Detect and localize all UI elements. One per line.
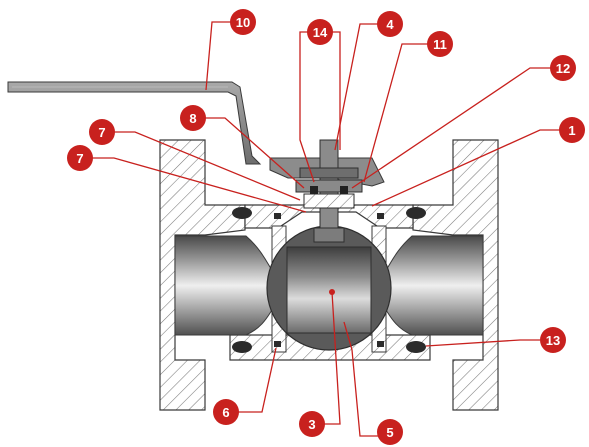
- leader-lines: [92, 21, 560, 437]
- leader-1: [371, 129, 560, 207]
- callout-11: 11: [427, 31, 453, 57]
- left-flange: [159, 139, 246, 411]
- callout-12: 12: [550, 55, 576, 81]
- callout-5: 5: [377, 419, 403, 445]
- callout-14-label: 14: [313, 25, 328, 40]
- leader-12: [351, 67, 552, 189]
- stem: [295, 139, 363, 243]
- leader-14b: [330, 31, 341, 150]
- leader-10: [205, 21, 232, 91]
- callout-13: 13: [540, 327, 566, 353]
- callout-5-label: 5: [386, 425, 393, 440]
- callout-8: 8: [180, 105, 206, 131]
- callout-13-label: 13: [546, 333, 560, 348]
- callout-8-label: 8: [189, 111, 196, 126]
- callout-7-lower: 7: [67, 145, 93, 171]
- leader-14: [299, 31, 315, 183]
- leader-3: [324, 291, 341, 425]
- callout-12-label: 12: [556, 61, 570, 76]
- leader-13: [425, 339, 540, 347]
- callout-14: 14: [307, 19, 333, 45]
- seals: [232, 207, 426, 353]
- callout-6: 6: [213, 399, 239, 425]
- ball: [266, 225, 392, 351]
- right-flange: [412, 139, 499, 411]
- callout-3: 3: [299, 411, 325, 437]
- leader-5: [343, 321, 378, 437]
- callout-10: 10: [230, 9, 256, 35]
- callout-1: 1: [559, 117, 585, 143]
- callout-7-upper-label: 7: [98, 125, 105, 140]
- leader-7b: [92, 157, 307, 213]
- leader-4: [334, 23, 380, 151]
- callout-10-label: 10: [236, 15, 250, 30]
- callout-7-lower-label: 7: [76, 151, 83, 166]
- leader-11: [363, 43, 428, 183]
- callout-4: 4: [377, 11, 403, 37]
- callout-6-label: 6: [222, 405, 229, 420]
- callout-3-label: 3: [308, 417, 315, 432]
- callout-11-label: 11: [433, 37, 447, 52]
- leader-7a: [114, 131, 301, 201]
- callout-4-label: 4: [386, 17, 394, 32]
- callout-7-upper: 7: [89, 119, 115, 145]
- callout-1-label: 1: [568, 123, 575, 138]
- leader-8: [204, 117, 305, 189]
- leader-6: [238, 347, 277, 413]
